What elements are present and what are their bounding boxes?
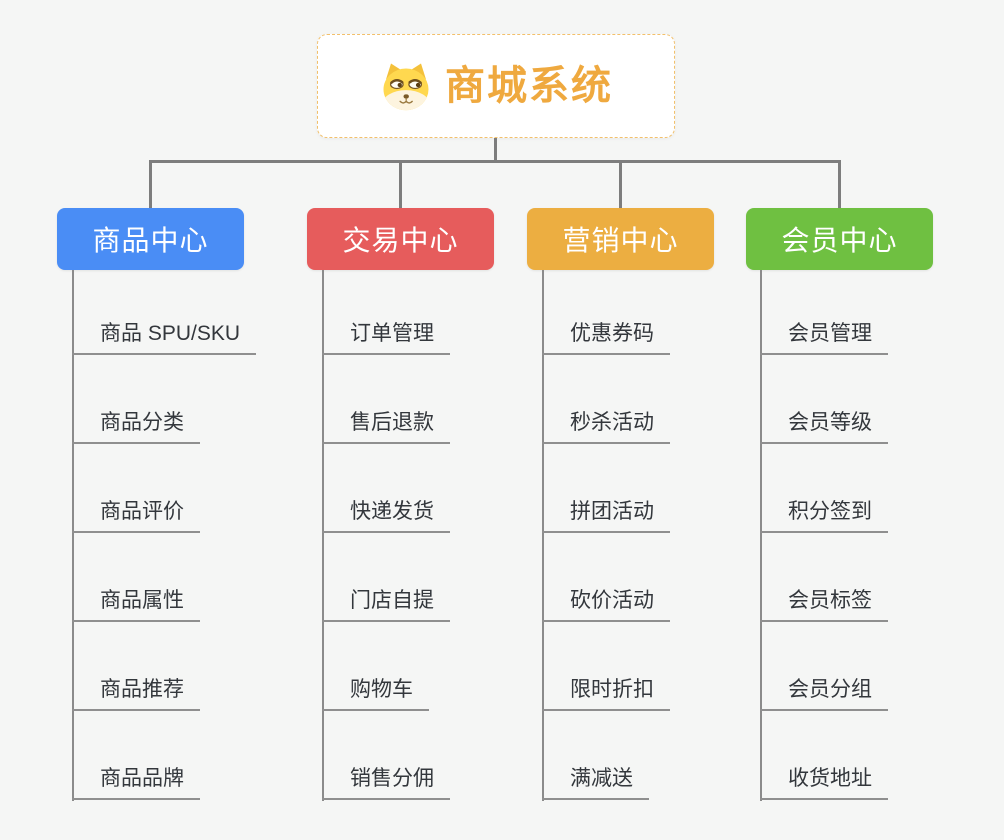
connector-trunk-trade (322, 270, 324, 801)
leaf-item[interactable]: 秒杀活动 (542, 404, 670, 444)
leaf-item[interactable]: 会员标签 (760, 582, 888, 622)
leaf-item[interactable]: 优惠券码 (542, 315, 670, 355)
leaf-item[interactable]: 商品分类 (72, 404, 200, 444)
connector-trunk-member (760, 270, 762, 801)
root-node[interactable]: 商城系统 (317, 34, 675, 138)
connector-bus (149, 160, 841, 163)
dog-face-icon (383, 63, 429, 111)
branch-header-trade[interactable]: 交易中心 (307, 208, 494, 270)
connector-trunk-product (72, 270, 74, 801)
leaf-item[interactable]: 商品推荐 (72, 671, 200, 711)
leaf-item[interactable]: 会员管理 (760, 315, 888, 355)
branch-header-product[interactable]: 商品中心 (57, 208, 244, 270)
leaf-item[interactable]: 限时折扣 (542, 671, 670, 711)
leaf-item[interactable]: 门店自提 (322, 582, 450, 622)
leaf-item[interactable]: 收货地址 (760, 760, 888, 800)
leaf-item[interactable]: 售后退款 (322, 404, 450, 444)
connector-drop-member (838, 160, 841, 210)
leaf-item[interactable]: 购物车 (322, 671, 429, 711)
root-title: 商城系统 (445, 64, 613, 108)
connector-drop-trade (399, 160, 402, 210)
leaf-item[interactable]: 商品评价 (72, 493, 200, 533)
connector-drop-marketing (619, 160, 622, 210)
leaf-item[interactable]: 订单管理 (322, 315, 450, 355)
connector-drop-product (149, 160, 152, 210)
leaf-item[interactable]: 砍价活动 (542, 582, 670, 622)
leaf-item[interactable]: 会员分组 (760, 671, 888, 711)
leaf-item[interactable]: 销售分佣 (322, 760, 450, 800)
branch-header-member[interactable]: 会员中心 (746, 208, 933, 270)
leaf-item[interactable]: 商品品牌 (72, 760, 200, 800)
leaf-item[interactable]: 拼团活动 (542, 493, 670, 533)
leaf-item[interactable]: 会员等级 (760, 404, 888, 444)
connector-trunk-marketing (542, 270, 544, 801)
leaf-item[interactable]: 商品属性 (72, 582, 200, 622)
leaf-item[interactable]: 满减送 (542, 760, 649, 800)
leaf-item[interactable]: 商品 SPU/SKU (72, 315, 257, 355)
leaf-item[interactable]: 积分签到 (760, 493, 888, 533)
leaf-item[interactable]: 快递发货 (322, 493, 450, 533)
branch-header-marketing[interactable]: 营销中心 (527, 208, 714, 270)
connector-root-stem (494, 138, 497, 163)
